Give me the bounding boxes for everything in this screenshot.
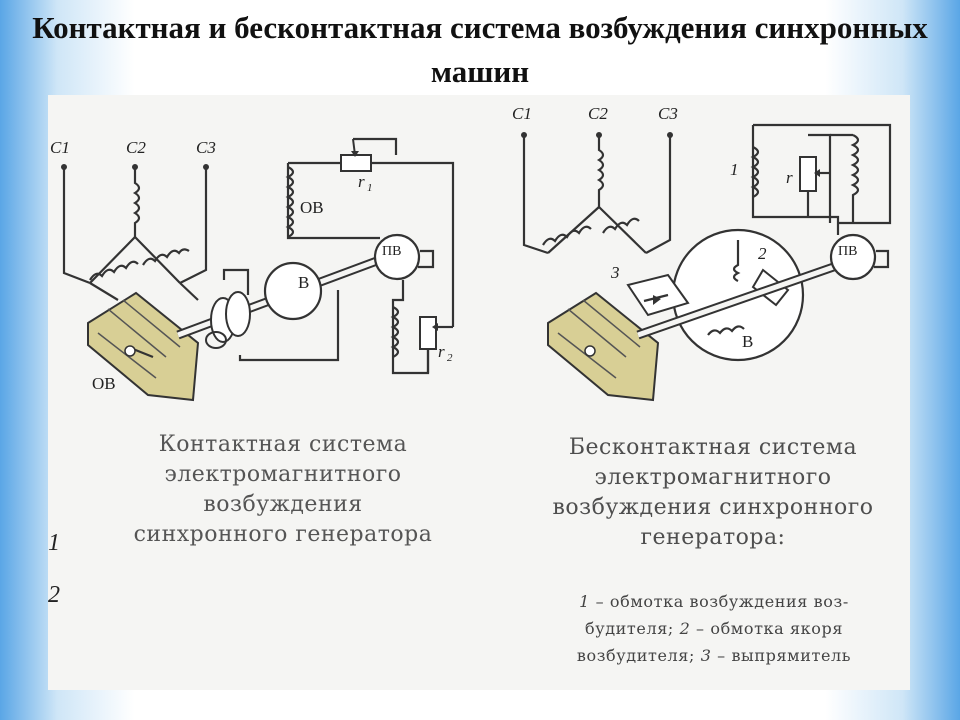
right-v-label: В xyxy=(742,332,753,351)
left-rotor xyxy=(87,291,200,402)
left-schematic: С1 С2 С3 ОВ r 1 r 2 ПВ В ОВ xyxy=(50,137,455,402)
right-r-label: r xyxy=(786,168,793,187)
legend-num-2: 2 xyxy=(679,619,691,638)
right-c2-label: С2 xyxy=(588,104,608,123)
side-number-1: 1 xyxy=(48,530,60,556)
right-num-2-label: 2 xyxy=(758,244,767,263)
left-c3-label: С3 xyxy=(196,138,216,157)
slide-title: Контактная и бесконтактная система возбу… xyxy=(32,10,928,89)
left-r2-label: r xyxy=(438,342,445,361)
left-v-label: В xyxy=(298,273,309,292)
left-r1-sub: 1 xyxy=(367,182,373,194)
schematics: С1 С2 С3 ОВ r 1 r 2 ПВ В ОВ xyxy=(50,104,892,402)
legend-text-3: – выпрямитель xyxy=(711,646,852,665)
left-ov-top-label: ОВ xyxy=(300,198,324,217)
legend-text-1: – обмотка возбуждения воз-будителя; xyxy=(584,592,849,638)
legend-num-1: 1 xyxy=(579,592,590,611)
right-c1-label: С1 xyxy=(512,104,532,123)
left-ov-bottom-label: ОВ xyxy=(92,374,116,393)
right-c3-label: С3 xyxy=(658,104,678,123)
left-r2-sub: 2 xyxy=(447,352,453,364)
diagram-panel: С1 С2 С3 ОВ r 1 r 2 ПВ В ОВ xyxy=(48,95,910,690)
right-caption: Бесконтактная система электромагнитного … xyxy=(552,435,874,550)
legend-text-2: – обмотка якоря возбудителя; xyxy=(576,619,844,665)
right-pv-label: ПВ xyxy=(838,244,857,259)
right-schematic: С1 С2 С3 1 r 2 3 ПВ В xyxy=(512,104,892,402)
side-number-2: 2 xyxy=(48,582,60,608)
right-num-1-label: 1 xyxy=(730,160,739,179)
right-rotor xyxy=(547,291,660,402)
left-c1-label: С1 xyxy=(50,138,70,157)
left-r1-label: r xyxy=(358,172,365,191)
right-legend: 1 – обмотка возбуждения воз-будителя; 2 … xyxy=(538,588,890,669)
left-caption: Контактная система электромагнитного воз… xyxy=(133,432,433,547)
legend-num-3: 3 xyxy=(700,646,712,665)
left-pv-label: ПВ xyxy=(382,244,401,259)
right-num-3-label: 3 xyxy=(610,263,620,282)
left-c2-label: С2 xyxy=(126,138,146,157)
